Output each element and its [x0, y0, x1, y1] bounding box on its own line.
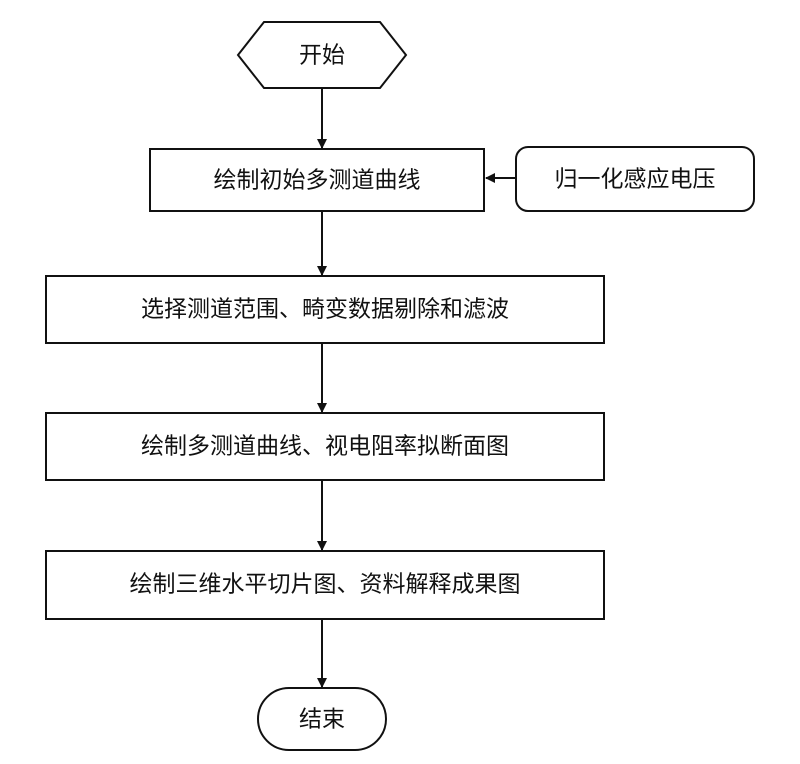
step3-label: 绘制多测道曲线、视电阻率拟断面图: [141, 434, 509, 460]
step1-box: [149, 148, 485, 212]
end-stadium-shape: [257, 687, 387, 751]
end-node: 结束: [257, 687, 387, 751]
side-input-label: 归一化感应电压: [555, 167, 716, 193]
step1-label: 绘制初始多测道曲线: [214, 168, 421, 194]
start-label: 开始: [299, 43, 345, 69]
step1-node: 绘制初始多测道曲线: [149, 148, 485, 212]
step4-label: 绘制三维水平切片图、资料解释成果图: [130, 572, 521, 598]
step4-box: [45, 550, 605, 620]
side-input-node: 归一化感应电压: [515, 146, 755, 212]
step3-box: [45, 412, 605, 481]
start-hexagon-shape: [236, 21, 408, 89]
step2-node: 选择测道范围、畸变数据剔除和滤波: [45, 275, 605, 344]
end-label: 结束: [299, 707, 345, 733]
start-node: 开始: [236, 21, 408, 89]
step3-node: 绘制多测道曲线、视电阻率拟断面图: [45, 412, 605, 481]
step2-label: 选择测道范围、畸变数据剔除和滤波: [141, 297, 509, 323]
step2-box: [45, 275, 605, 344]
step4-node: 绘制三维水平切片图、资料解释成果图: [45, 550, 605, 620]
